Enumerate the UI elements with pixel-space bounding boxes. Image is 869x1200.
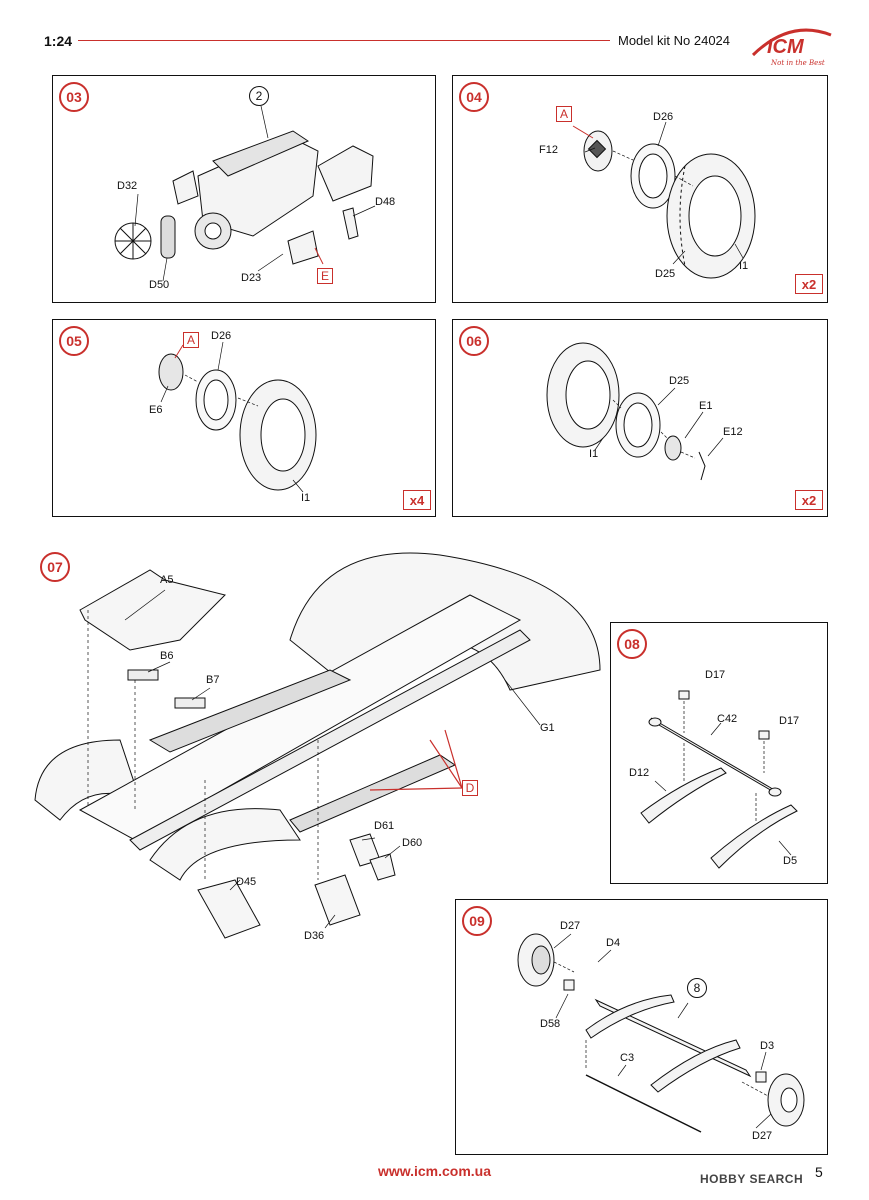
assembly-8-callout: 8 bbox=[687, 978, 707, 998]
step-06-number: 06 bbox=[459, 326, 489, 356]
part-e6-label: E6 bbox=[149, 404, 163, 416]
footer-url[interactable]: www.icm.com.ua bbox=[377, 1163, 492, 1179]
part-g1-label: G1 bbox=[540, 722, 555, 734]
sprue-a-marker-05: A bbox=[183, 332, 199, 348]
icm-logo: ICM Not in the Best bbox=[745, 25, 835, 70]
scale-label: 1:24 bbox=[44, 33, 73, 49]
part-d50-label: D50 bbox=[149, 279, 170, 291]
part-d17-label-a: D17 bbox=[705, 669, 726, 681]
part-d25-label: D25 bbox=[655, 268, 676, 280]
part-c3-label: C3 bbox=[620, 1052, 635, 1064]
step-04-number: 04 bbox=[459, 82, 489, 112]
step-07-number: 07 bbox=[40, 552, 70, 582]
assembly-2-callout: 2 bbox=[249, 86, 269, 106]
part-d26-label-05: D26 bbox=[211, 330, 232, 342]
step-05-panel: 05 A D26 E6 I1 x4 bbox=[52, 319, 436, 517]
quantity-x2-badge-06: x2 bbox=[795, 490, 823, 510]
part-b6-label: B6 bbox=[160, 650, 174, 662]
part-d27-label-b: D27 bbox=[752, 1130, 773, 1142]
quantity-x4-badge: x4 bbox=[403, 490, 431, 510]
part-d23-label: D23 bbox=[241, 272, 262, 284]
part-d3-label: D3 bbox=[760, 1040, 775, 1052]
logo-wordmark: ICM bbox=[767, 36, 805, 58]
step-09-number: 09 bbox=[462, 906, 492, 936]
page-number: 5 bbox=[815, 1164, 823, 1180]
part-i1-label: I1 bbox=[739, 260, 749, 272]
part-d17-label-b: D17 bbox=[779, 715, 800, 727]
step-03-panel: 03 2 D32 D50 D23 D48 E bbox=[52, 75, 436, 303]
sprue-d-marker: D bbox=[462, 780, 478, 796]
front-axle-drawing bbox=[517, 933, 805, 1133]
logo-tagline: Not in the Best bbox=[770, 59, 825, 67]
part-a5-label: A5 bbox=[160, 574, 174, 586]
step-04-panel: 04 A F12 D26 D25 I1 x2 bbox=[452, 75, 828, 303]
step-05-number: 05 bbox=[59, 326, 89, 356]
wheel-drawing-06 bbox=[546, 342, 724, 481]
quantity-x2-badge: x2 bbox=[795, 274, 823, 294]
part-d4-label: D4 bbox=[606, 937, 621, 949]
step-09-panel: 09 D27 D4 D58 8 C3 D3 D27 bbox=[455, 899, 828, 1155]
part-d25-label-06: D25 bbox=[669, 375, 690, 387]
part-i1-label-06: I1 bbox=[589, 448, 599, 460]
leaf-spring-drawing bbox=[640, 690, 798, 869]
part-d36-label: D36 bbox=[304, 930, 325, 942]
step-03-number: 03 bbox=[59, 82, 89, 112]
part-f12-label: F12 bbox=[539, 144, 558, 156]
part-e1-label: E1 bbox=[699, 400, 713, 412]
sprue-e-marker: E bbox=[317, 268, 333, 284]
part-d45-label: D45 bbox=[236, 876, 257, 888]
part-d26-label: D26 bbox=[653, 111, 674, 123]
step-07-area: 07 A5 B6 B7 G1 D D61 D60 D45 D36 bbox=[0, 540, 869, 960]
header-rule bbox=[78, 40, 610, 41]
part-d58-label: D58 bbox=[540, 1018, 561, 1030]
engine-drawing bbox=[114, 105, 376, 282]
part-d27-label-a: D27 bbox=[560, 920, 581, 932]
watermark: HOBBY SEARCH bbox=[700, 1172, 804, 1186]
part-d32-label: D32 bbox=[117, 180, 138, 192]
step-06-panel: 06 D25 E1 E12 I1 x2 bbox=[452, 319, 828, 517]
part-b7-label: B7 bbox=[206, 674, 220, 686]
step-08-panel: 08 D17 C42 D17 D12 D5 bbox=[610, 622, 828, 884]
sprue-a-marker: A bbox=[556, 106, 572, 122]
chassis-drawing bbox=[34, 552, 601, 939]
part-c42-label: C42 bbox=[717, 713, 738, 725]
part-i1-label-05: I1 bbox=[301, 492, 311, 504]
part-d12-label: D12 bbox=[629, 767, 650, 779]
step-08-number: 08 bbox=[617, 629, 647, 659]
part-d48-label: D48 bbox=[375, 196, 396, 208]
part-e12-label: E12 bbox=[723, 426, 743, 438]
wheel-drawing-05 bbox=[158, 341, 317, 493]
wheel-drawing-04 bbox=[572, 121, 756, 279]
part-d60-label: D60 bbox=[402, 837, 423, 849]
part-d61-label: D61 bbox=[374, 820, 395, 832]
part-d5-label: D5 bbox=[783, 855, 798, 867]
kit-number: Model kit No 24024 bbox=[618, 33, 731, 48]
